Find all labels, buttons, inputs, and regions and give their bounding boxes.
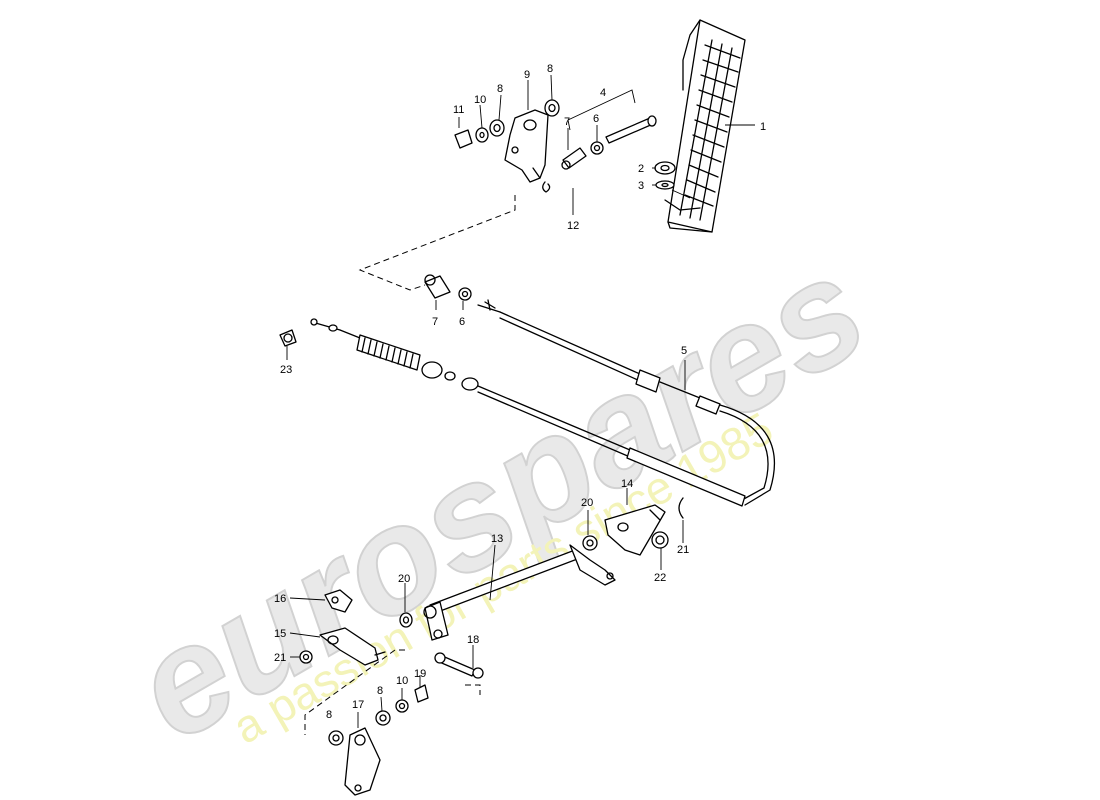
sleeve-7-upper bbox=[561, 147, 587, 170]
throttle-cable bbox=[310, 318, 746, 507]
callout-8-lower-left: 8 bbox=[326, 709, 332, 721]
callout-16: 16 bbox=[274, 593, 286, 605]
circlip-21-right bbox=[678, 497, 684, 519]
bushing-8-upper-right bbox=[544, 99, 560, 117]
callout-2: 2 bbox=[638, 163, 644, 175]
lever-17 bbox=[344, 727, 381, 796]
pedal-grid bbox=[679, 39, 741, 221]
callout-12: 12 bbox=[567, 220, 579, 232]
assembly-dashed-link bbox=[358, 195, 516, 291]
clip-12 bbox=[542, 181, 551, 193]
bushing-20-left bbox=[399, 612, 413, 628]
callout-22: 22 bbox=[654, 572, 666, 584]
nut-2 bbox=[654, 161, 676, 175]
callout-21-right: 21 bbox=[677, 544, 689, 556]
callout-10-upper: 10 bbox=[474, 94, 486, 106]
nut-6-upper bbox=[590, 141, 604, 155]
callout-20-left: 20 bbox=[398, 573, 410, 585]
callout-20-right: 20 bbox=[581, 497, 593, 509]
callout-14: 14 bbox=[621, 478, 633, 490]
bolt-4-assembly bbox=[561, 89, 657, 170]
callout-15: 15 bbox=[274, 628, 286, 640]
circlip-21-left bbox=[299, 650, 313, 664]
callout-13: 13 bbox=[491, 533, 503, 545]
bushing-8-lower-right bbox=[375, 710, 391, 726]
callout-8-lower-right: 8 bbox=[377, 685, 383, 697]
callout-10-lower: 10 bbox=[396, 675, 408, 687]
washer-3 bbox=[655, 180, 675, 190]
callout-7-upper: 7 bbox=[564, 116, 570, 128]
callout-23: 23 bbox=[280, 364, 292, 376]
sleeve-7-middle bbox=[424, 274, 451, 299]
clip-11 bbox=[454, 129, 473, 149]
callout-6-upper: 6 bbox=[593, 113, 599, 125]
bracket-14 bbox=[604, 504, 666, 556]
callout-3: 3 bbox=[638, 180, 644, 192]
bushing-20-right bbox=[582, 535, 598, 551]
callout-18: 18 bbox=[467, 634, 479, 646]
callout-17: 17 bbox=[352, 699, 364, 711]
bushing-8-upper-left bbox=[489, 119, 505, 137]
callout-21-left: 21 bbox=[274, 652, 286, 664]
callout-8-upper-left: 8 bbox=[497, 83, 503, 95]
grommet-23 bbox=[279, 329, 297, 347]
nut-6-middle bbox=[458, 287, 472, 301]
callout-6-middle: 6 bbox=[459, 316, 465, 328]
lever-9 bbox=[504, 109, 549, 183]
leader-lines bbox=[286, 74, 755, 728]
lever-15 bbox=[319, 627, 386, 666]
ball-socket-16 bbox=[324, 589, 353, 613]
callout-labels: 1 2 3 4 5 6 6 7 7 8 8 8 8 9 10 10 11 12 … bbox=[274, 63, 766, 721]
bushing-22 bbox=[651, 531, 669, 549]
washer-10-upper bbox=[475, 127, 489, 143]
clip-19 bbox=[414, 684, 429, 703]
watermark-brand: eurospares bbox=[107, 223, 891, 773]
callout-19: 19 bbox=[414, 668, 426, 680]
lower-dashed-link bbox=[304, 649, 481, 735]
watermark: eurospares a passion for parts since 198… bbox=[106, 222, 892, 774]
callout-8-upper-right: 8 bbox=[547, 63, 553, 75]
rod-18 bbox=[434, 652, 484, 679]
bushing-8-lower-left bbox=[328, 730, 344, 746]
callout-7-middle: 7 bbox=[432, 316, 438, 328]
accelerator-cable bbox=[477, 299, 776, 506]
bolt-long bbox=[605, 115, 657, 144]
callout-11: 11 bbox=[453, 104, 464, 116]
callout-5: 5 bbox=[681, 345, 687, 357]
accelerator-pedal bbox=[664, 19, 746, 233]
callout-1: 1 bbox=[760, 121, 766, 133]
callout-9: 9 bbox=[524, 69, 530, 81]
callout-4: 4 bbox=[600, 87, 606, 99]
shaft-13 bbox=[423, 544, 616, 641]
washer-10-lower bbox=[395, 699, 409, 713]
